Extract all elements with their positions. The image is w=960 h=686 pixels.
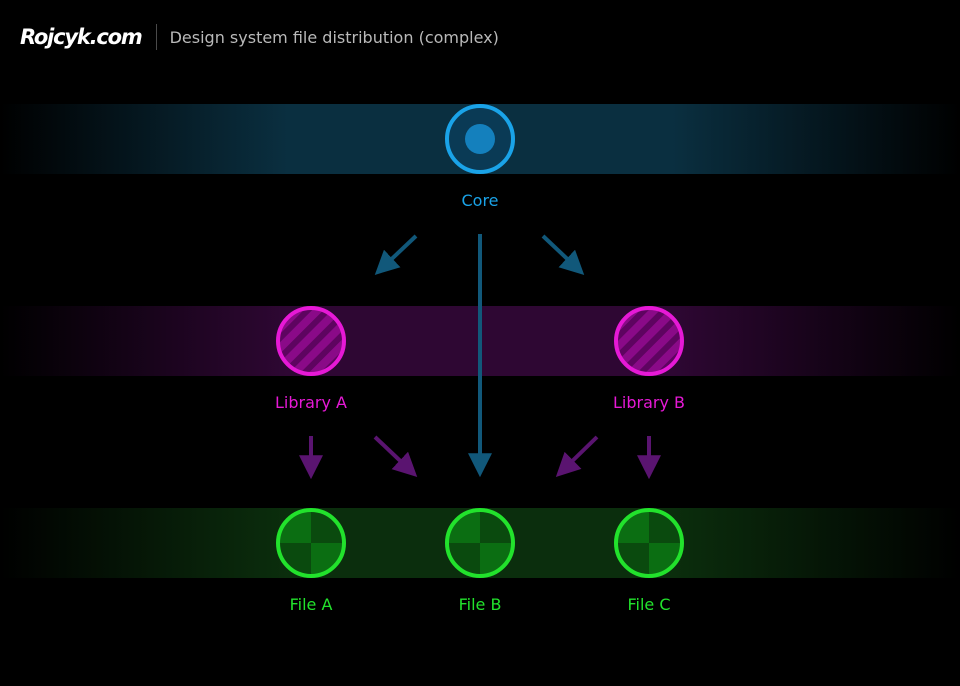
file-b-label: File B — [458, 595, 502, 614]
edge-library-a-to-file-b — [373, 435, 418, 477]
file-a-node — [276, 508, 346, 578]
core-node-dot — [465, 124, 495, 154]
header: Rojcyk.com Design system file distributi… — [20, 18, 499, 56]
edge-library-b-to-file-b — [555, 435, 599, 478]
file-c-node — [614, 508, 684, 578]
library-b-label: Library B — [612, 393, 685, 412]
core-node — [445, 104, 515, 174]
file-a-label: File A — [289, 595, 333, 614]
page-title: Design system file distribution (complex… — [169, 27, 499, 47]
library-a-node — [276, 306, 346, 376]
header-divider — [155, 24, 157, 50]
edge-core-to-library-b — [541, 234, 585, 275]
brand-logo: Rojcyk.com — [20, 25, 143, 49]
edge-core-to-library-a — [374, 234, 418, 275]
file-c-label: File C — [627, 595, 671, 614]
core-label: Core — [461, 191, 499, 210]
library-b-node — [614, 306, 684, 376]
file-b-node — [445, 508, 515, 578]
library-a-label: Library A — [275, 393, 347, 412]
